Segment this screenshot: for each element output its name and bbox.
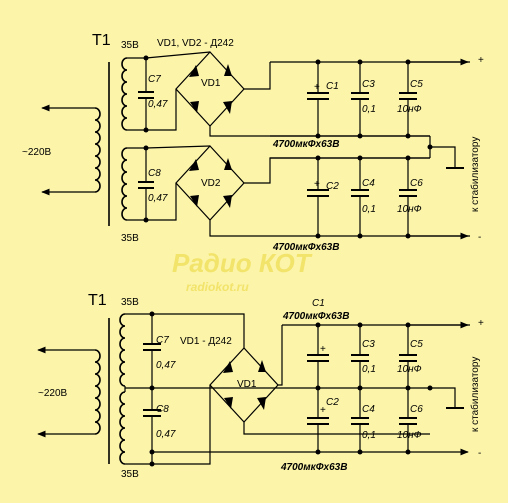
bottom-c3-label: C3 bbox=[362, 339, 375, 350]
top-winding-voltage-top: 35В bbox=[121, 40, 139, 51]
top-c8-wire-bottom bbox=[127, 188, 147, 221]
watermark-url: radiokot.ru bbox=[186, 280, 249, 294]
top-winding-voltage-bottom: 35В bbox=[121, 233, 139, 244]
bottom-c7-wire-top bbox=[125, 313, 153, 344]
top-bridge-2-ac2 bbox=[146, 183, 177, 221]
bottom-c8-wire-bottom bbox=[125, 416, 153, 465]
bottom-diodes-label: VD1 - Д242 bbox=[180, 336, 232, 347]
top-c3-label: C3 bbox=[362, 79, 375, 90]
top-gnd-out bbox=[430, 146, 456, 168]
top-elec-value-1: 4700мкФх63В bbox=[272, 139, 339, 150]
top-transformer-label: T1 bbox=[92, 32, 111, 49]
bottom-c2-label: C2 bbox=[326, 397, 339, 408]
top-primary-winding bbox=[94, 107, 101, 193]
top-c2-label: C2 bbox=[326, 181, 339, 192]
top-bridge-2-ac1 bbox=[145, 145, 211, 149]
bottom-c2-plus: + bbox=[320, 405, 326, 416]
top-c7-label: C7 bbox=[148, 74, 161, 85]
bottom-c5-label: C5 bbox=[410, 339, 423, 350]
top-c7-wire-top bbox=[127, 57, 147, 92]
bottom-circuit: T1 35В 35В VD1 - Д242 ~220В C7 0,47 C8 0… bbox=[37, 292, 484, 480]
bottom-secondary-winding-2 bbox=[119, 391, 126, 465]
top-c8-value: 0,47 bbox=[148, 193, 168, 204]
bottom-bridge-label: VD1 bbox=[237, 379, 257, 390]
top-bridge-2-diodes bbox=[189, 158, 232, 208]
top-secondary-winding-2 bbox=[121, 147, 128, 221]
top-c4-label: C4 bbox=[362, 178, 375, 189]
top-c5-label: C5 bbox=[410, 79, 423, 90]
bottom-winding-voltage-bottom: 35В bbox=[121, 469, 139, 480]
bottom-c4-label: C4 bbox=[362, 404, 375, 415]
bottom-transformer-label: T1 bbox=[88, 292, 107, 309]
top-c8-label: C8 bbox=[148, 168, 161, 179]
bottom-out-plus: + bbox=[478, 318, 484, 329]
top-c1-plus: + bbox=[314, 82, 320, 93]
top-bridge-2-label: VD2 bbox=[201, 178, 221, 189]
bottom-bridge-diodes bbox=[223, 360, 266, 410]
bottom-c8-value: 0,47 bbox=[156, 429, 176, 440]
bottom-mains-label: ~220В bbox=[38, 388, 68, 399]
top-junctions bbox=[143, 55, 433, 239]
top-bridge-2-plus bbox=[244, 157, 430, 184]
top-elec-value-2: 4700мкФх63В bbox=[272, 242, 339, 253]
top-out-minus: - bbox=[478, 232, 481, 243]
top-out-note: к стабилизатору bbox=[469, 137, 481, 212]
bottom-c7-label: C7 bbox=[156, 335, 169, 346]
top-c7-wire-bottom bbox=[127, 98, 147, 131]
bottom-secondary-winding-1 bbox=[119, 313, 126, 387]
bottom-c6-value: 10нФ bbox=[397, 430, 422, 441]
top-diodes-label: VD1, VD2 - Д242 bbox=[157, 38, 234, 49]
bottom-elec-value-2: 4700мкФх63В bbox=[280, 462, 347, 473]
bottom-bridge-ac1 bbox=[152, 313, 245, 348]
top-c3-value: 0,1 bbox=[362, 104, 376, 115]
bottom-winding-voltage-top: 35В bbox=[121, 297, 139, 308]
top-bridge-2-minus bbox=[209, 220, 470, 237]
top-bridge-1-ac2 bbox=[146, 89, 177, 131]
top-c6-value: 10нФ bbox=[397, 204, 422, 215]
top-secondary-winding-1 bbox=[121, 57, 128, 131]
watermark: Радио КОТ radiokot.ru bbox=[172, 248, 313, 294]
top-c4-value: 0,1 bbox=[362, 204, 376, 215]
top-c7-value: 0,47 bbox=[148, 99, 168, 110]
bottom-elec-value-1: 4700мкФх63В bbox=[282, 311, 349, 322]
top-bridge-1-ac1 bbox=[145, 51, 211, 59]
bottom-c3-value: 0,1 bbox=[362, 364, 376, 375]
bottom-bridge-ac2 bbox=[152, 385, 211, 465]
top-c5-value: 10нФ bbox=[397, 104, 422, 115]
top-c1-label: C1 bbox=[326, 81, 339, 92]
top-mains-label: ~220В bbox=[22, 147, 52, 158]
bottom-gnd-out bbox=[430, 387, 456, 408]
bottom-junctions bbox=[149, 311, 433, 467]
top-bridge-1-label: VD1 bbox=[201, 78, 221, 89]
bottom-c7-value: 0,47 bbox=[156, 360, 176, 371]
top-c2-plus: + bbox=[314, 179, 320, 190]
bottom-bridge-plus bbox=[278, 325, 283, 386]
watermark-brand: Радио КОТ bbox=[172, 248, 313, 278]
top-out-plus: + bbox=[478, 55, 484, 66]
bottom-primary-winding bbox=[94, 349, 101, 435]
bottom-c4-value: 0,1 bbox=[362, 430, 376, 441]
bottom-c5-value: 10нФ bbox=[397, 364, 422, 375]
top-bridge-1-diodes bbox=[189, 64, 232, 114]
bottom-out-minus: - bbox=[478, 448, 481, 459]
bottom-bridge-minus bbox=[243, 422, 300, 435]
top-circuit: T1 35В 35В VD1, VD2 - Д242 ~220В C7 0,47… bbox=[22, 32, 484, 253]
bottom-c8-label: C8 bbox=[156, 404, 169, 415]
bottom-c6-label: C6 bbox=[410, 404, 423, 415]
bottom-c1-plus: + bbox=[320, 344, 326, 355]
bottom-c1-label: C1 bbox=[312, 298, 325, 309]
top-bridge-1-outline bbox=[175, 51, 245, 127]
bottom-out-note: к стабилизатору bbox=[469, 357, 481, 432]
top-c6-label: C6 bbox=[410, 178, 423, 189]
top-c8-wire-top bbox=[127, 147, 147, 182]
top-bridge-1-plus bbox=[244, 62, 271, 90]
